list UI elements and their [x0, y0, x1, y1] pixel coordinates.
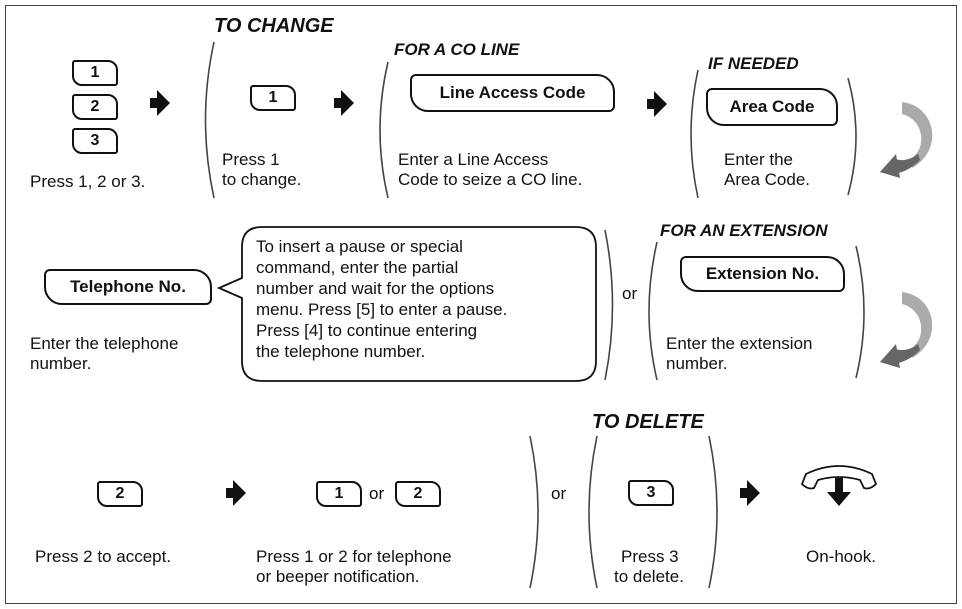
pause-note-line6: the telephone number. [256, 342, 426, 361]
key-3[interactable]: 3 [72, 128, 118, 154]
handset-on-hook-icon [800, 465, 878, 506]
notify-caption-line1: Press 1 or 2 for telephone [256, 547, 452, 566]
extension-caption-line2: number. [666, 354, 728, 373]
delete-caption-line2: to delete. [614, 567, 684, 586]
change-key[interactable]: 1 [250, 85, 296, 111]
telephone-caption-line2: number. [30, 354, 92, 373]
area-code-caption-line1: Enter the [724, 150, 793, 169]
if-needed-header: IF NEEDED [708, 54, 799, 73]
notify-key-1[interactable]: 1 [316, 481, 362, 507]
right-arrow-icon [150, 90, 170, 116]
pause-note-line3: number and wait for the options [256, 279, 495, 298]
curved-return-arrow-icon [880, 292, 933, 368]
extension-header: FOR AN EXTENSION [660, 221, 828, 240]
paren-left-delete [588, 435, 598, 589]
delete-caption-line1: Press 3 [621, 547, 679, 566]
pause-note-bubble [216, 226, 597, 382]
select-caption: Press 1, 2 or 3. [30, 172, 146, 191]
or-label-row2: or [622, 284, 638, 303]
paren-right-extension [855, 245, 865, 379]
diagram-frame [5, 5, 957, 604]
delete-key[interactable]: 3 [628, 480, 674, 506]
pause-note-line2: command, enter the partial [256, 258, 459, 277]
to-change-header: TO CHANGE [214, 15, 334, 37]
accept-key[interactable]: 2 [97, 481, 143, 507]
area-code-button[interactable]: Area Code [706, 88, 838, 126]
pause-note-line4: menu. Press [5] to enter a pause. [256, 300, 508, 319]
notify-or-label: or [369, 484, 385, 503]
telephone-no-button[interactable]: Telephone No. [44, 269, 212, 305]
line-access-code-button[interactable]: Line Access Code [410, 74, 615, 112]
right-arrow-icon [740, 480, 760, 506]
line-access-caption-line2: Code to seize a CO line. [398, 170, 583, 189]
right-arrow-icon [334, 90, 354, 116]
area-code-caption-line2: Area Code. [724, 170, 810, 189]
paren-left-extension [648, 241, 658, 381]
paren-left-area [690, 69, 699, 199]
paren-right-group [604, 229, 614, 381]
key-2[interactable]: 2 [72, 94, 118, 120]
notify-key-2[interactable]: 2 [395, 481, 441, 507]
onhook-caption: On-hook. [806, 547, 876, 566]
line-access-caption-line1: Enter a Line Access [398, 150, 549, 169]
telephone-caption-line1: Enter the telephone [30, 334, 179, 353]
pause-note-line5: Press [4] to continue entering [256, 321, 478, 340]
paren-right-area [847, 77, 857, 196]
change-caption-line1: Press 1 [222, 150, 280, 169]
change-caption-line2: to change. [222, 170, 302, 189]
notify-caption-line2: or beeper notification. [256, 567, 420, 586]
to-delete-header: TO DELETE [592, 411, 704, 433]
pause-note-line1: To insert a pause or special [256, 237, 463, 256]
paren-right-delete [708, 435, 718, 589]
paren-right-notify [529, 435, 539, 589]
curved-return-arrow-icon [880, 102, 933, 178]
key-1[interactable]: 1 [72, 60, 118, 86]
or-label-row3: or [551, 484, 567, 503]
right-arrow-icon [647, 91, 667, 117]
right-arrow-icon [226, 480, 246, 506]
right-arrow-icon [150, 90, 760, 506]
extension-caption-line1: Enter the extension [666, 334, 813, 353]
extension-no-button[interactable]: Extension No. [680, 256, 845, 292]
paren-left-co-line [379, 61, 389, 199]
accept-caption: Press 2 to accept. [35, 547, 172, 566]
co-line-header: FOR A CO LINE [394, 40, 520, 59]
paren-left-change [204, 41, 215, 199]
